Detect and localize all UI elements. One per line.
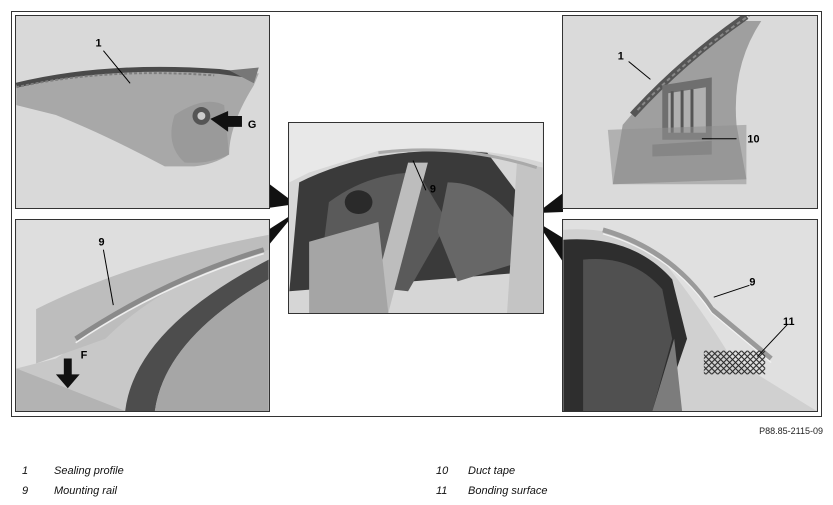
callout-f: F [81, 350, 88, 362]
callout-1-rear: 1 [618, 51, 624, 63]
vehicle-overview-drawing: 9 [289, 123, 543, 313]
panel-mounting-rail-rear: 9 11 [562, 219, 818, 412]
callout-11: 11 [783, 316, 795, 328]
legend-text: Sealing profile [54, 465, 124, 477]
legend-left: 1 Sealing profile 9 Mounting rail [22, 464, 124, 504]
callout-9-front: 9 [98, 237, 104, 249]
panel-sealing-profile-front: 1 G [15, 15, 270, 209]
figure-reference-code: P88.85-2115-09 [759, 426, 823, 436]
legend-text: Bonding surface [468, 485, 548, 497]
legend-item: 10 Duct tape [436, 464, 548, 484]
legend-number: 10 [436, 465, 449, 477]
legend-item: 1 Sealing profile [22, 464, 124, 484]
panel-sealing-profile-rear: 1 10 [562, 15, 818, 209]
legend-item: 11 Bonding surface [436, 484, 548, 504]
legend-text: Mounting rail [54, 485, 117, 497]
callout-9-rear: 9 [749, 276, 755, 288]
legend-number: 11 [436, 485, 448, 497]
callout-g: G [248, 119, 256, 131]
panel-mounting-rail-front: 9 F [15, 219, 270, 412]
legend-right: 10 Duct tape 11 Bonding surface [436, 464, 548, 504]
sealing-profile-front-drawing: 1 G [16, 16, 269, 208]
callout-9-overview: 9 [430, 183, 436, 195]
legend-number: 9 [22, 485, 29, 497]
legend-item: 9 Mounting rail [22, 484, 124, 504]
legend-text: Duct tape [468, 465, 516, 477]
panel-vehicle-overview: 9 [288, 122, 544, 314]
callout-10: 10 [747, 134, 759, 146]
callout-1-front: 1 [95, 38, 101, 50]
mounting-rail-rear-drawing: 9 11 [563, 220, 817, 411]
mounting-rail-front-drawing: 9 F [16, 220, 269, 411]
sealing-profile-rear-drawing: 1 10 [563, 16, 817, 208]
legend-number: 1 [22, 465, 29, 477]
